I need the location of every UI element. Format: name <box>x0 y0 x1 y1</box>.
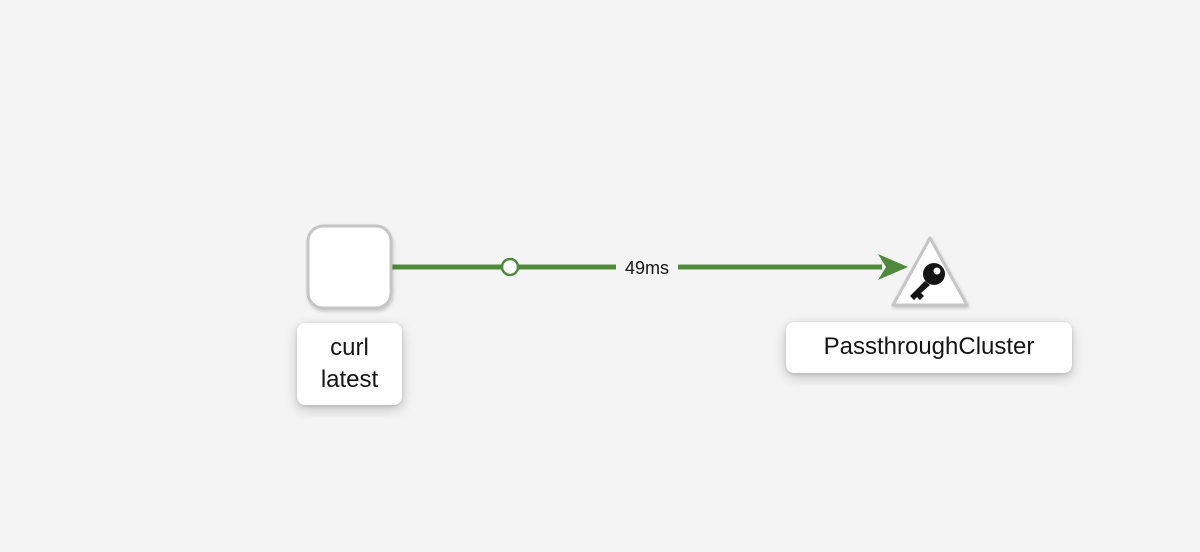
workload-version: latest <box>320 366 379 393</box>
workload-name: curl <box>330 334 369 361</box>
node-curl[interactable] <box>306 224 393 310</box>
edge-curl-to-passthrough[interactable]: 49ms <box>392 254 908 280</box>
node-label-passthrough-cluster: PassthroughCluster <box>786 322 1072 373</box>
node-label-curl: curl latest <box>297 323 402 405</box>
edge-label-background <box>616 255 678 279</box>
edge-traffic-dot <box>500 257 520 277</box>
node-passthrough-cluster[interactable] <box>891 236 969 307</box>
service-entry-name: PassthroughCluster <box>823 333 1035 360</box>
edge-arrowhead <box>878 254 908 280</box>
edge-label: 49ms <box>625 258 669 278</box>
key-icon <box>910 263 945 300</box>
workload-node-shape[interactable] <box>306 224 393 310</box>
